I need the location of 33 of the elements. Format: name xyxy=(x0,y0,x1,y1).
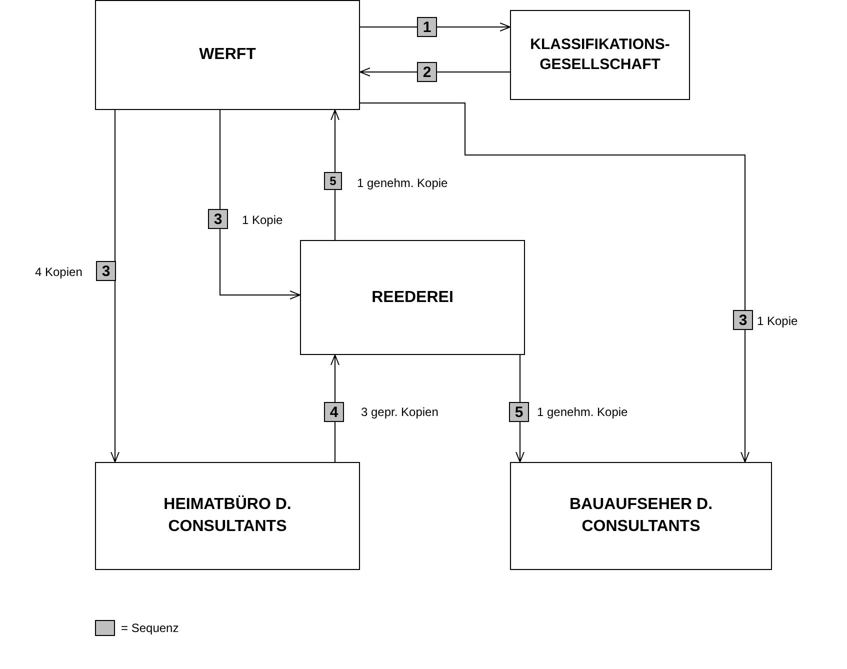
sequence-badge: 4 xyxy=(324,402,344,422)
box-label: REEDEREI xyxy=(370,288,454,308)
box-label: WERFT xyxy=(198,45,257,66)
legend-text: = Sequenz xyxy=(121,622,179,634)
sequence-badge: 1 xyxy=(417,17,437,37)
arrow xyxy=(330,110,340,240)
arrow xyxy=(220,110,300,300)
sequence-badge: 5 xyxy=(509,402,529,422)
process-box xyxy=(95,462,360,570)
copy-note: 1 genehm. Kopie xyxy=(537,406,628,418)
copy-note: 1 Kopie xyxy=(242,214,283,226)
box-label: HEIMATBÜRO D. CONSULTANTS xyxy=(162,494,292,537)
arrow xyxy=(360,22,510,32)
arrow xyxy=(360,68,510,76)
box-label: BAUAUFSEHER D. CONSULTANTS xyxy=(568,495,714,537)
process-box xyxy=(95,0,360,110)
copy-note: 1 Kopie xyxy=(757,315,798,327)
process-box xyxy=(300,240,525,355)
sequence-badge: 3 xyxy=(733,310,753,330)
arrow xyxy=(360,102,750,462)
arrow xyxy=(110,110,120,462)
arrow xyxy=(330,354,340,462)
copy-note: 3 gepr. Kopien xyxy=(361,406,438,418)
arrow xyxy=(516,354,524,462)
process-box xyxy=(510,10,690,100)
sequence-badge: 3 xyxy=(96,261,116,281)
box-label: KLASSIFIKATIONS- GESELLSCHAFT xyxy=(529,34,671,75)
process-box xyxy=(510,462,772,570)
sequence-badge: 3 xyxy=(208,209,228,229)
copy-note: 1 genehm. Kopie xyxy=(357,177,448,189)
copy-note: 4 Kopien xyxy=(35,266,82,278)
sequence-badge: 5 xyxy=(324,172,342,190)
sequence-badge: 2 xyxy=(417,62,437,82)
